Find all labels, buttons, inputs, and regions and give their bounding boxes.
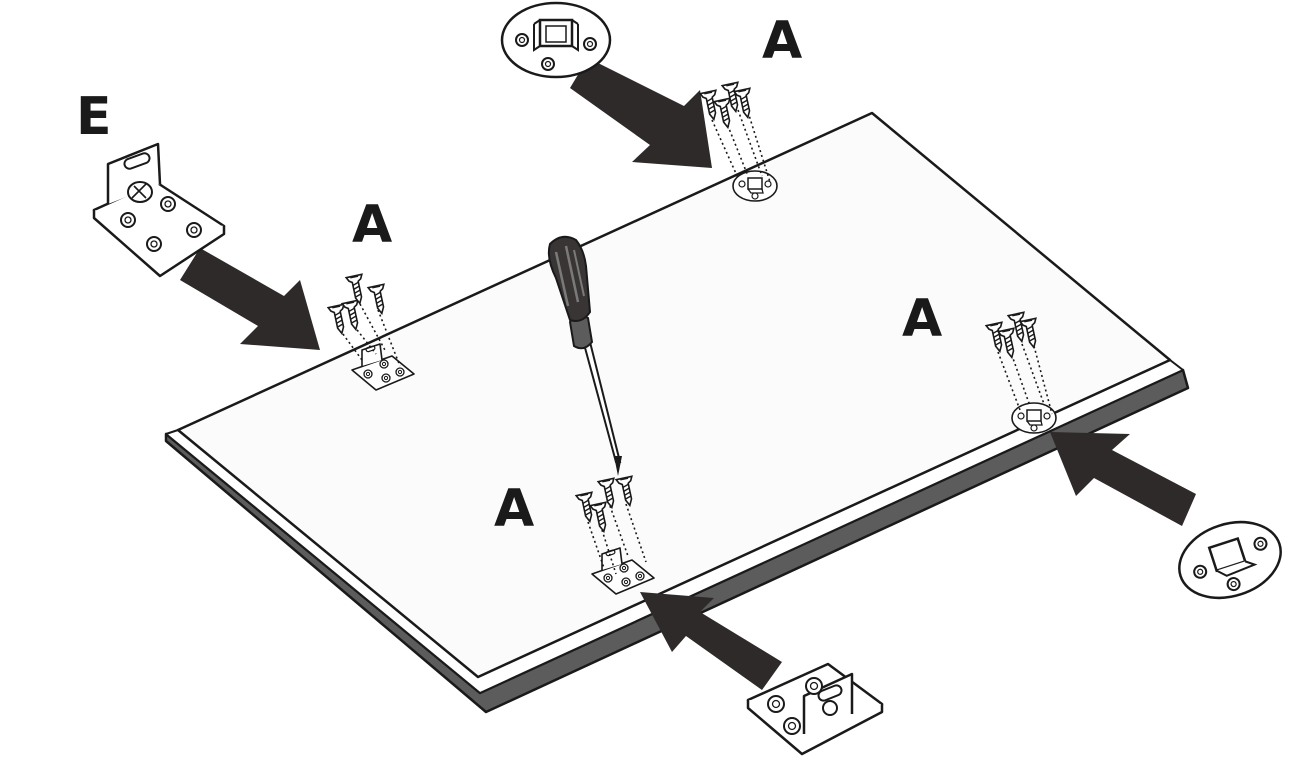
- panel-face: [176, 111, 1172, 679]
- round-plate-icon: [500, 1, 612, 79]
- screw-group-left: [327, 273, 401, 367]
- label-screw-right: A: [902, 289, 942, 349]
- panel: [164, 111, 1190, 714]
- screw-icon: [345, 273, 369, 306]
- screw-icon: [367, 283, 391, 316]
- label-part-e: E: [76, 87, 112, 147]
- arrow-top: [570, 58, 712, 168]
- screw-group-right: [985, 311, 1053, 415]
- label-screw-left: A: [352, 195, 392, 255]
- label-screw-top: A: [762, 11, 802, 71]
- round-plate-icon: [732, 170, 778, 202]
- arrow-right: [1050, 432, 1196, 526]
- arrow-bottom: [640, 592, 782, 690]
- screw-icon: [327, 303, 351, 336]
- screw-group-bottom: [575, 475, 647, 575]
- round-plate-icon: [1178, 520, 1282, 600]
- arrow-icon: [180, 58, 1196, 690]
- bracket-icon: [746, 662, 884, 756]
- label-screw-bottom: A: [494, 479, 534, 539]
- screw-group-top: [699, 81, 771, 183]
- screwdriver-icon: [547, 235, 622, 476]
- bracket-icon: [92, 142, 226, 278]
- round-plate-icon: [1011, 402, 1057, 434]
- arrow-left: [180, 248, 320, 350]
